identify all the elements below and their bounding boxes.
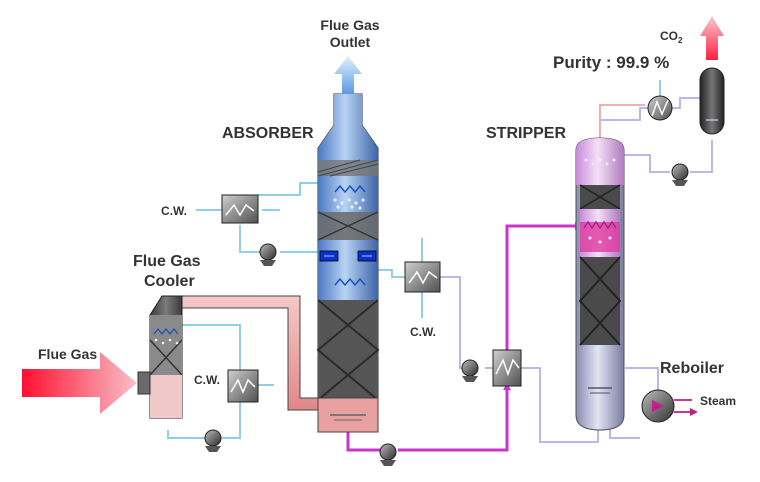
flue-gas-inlet-arrow bbox=[22, 352, 137, 414]
distributor-icon bbox=[154, 338, 179, 345]
flue-gas-outlet-label-line2: Outlet bbox=[330, 34, 371, 50]
co2-label: CO2 bbox=[660, 29, 683, 45]
flue-gas-cooler bbox=[149, 295, 183, 419]
pump-icon bbox=[204, 429, 222, 452]
stripper-column bbox=[575, 137, 625, 431]
heat-exchanger-icon bbox=[221, 194, 259, 224]
purity-label: Purity : 99.9 % bbox=[553, 53, 669, 72]
co2-outlet-arrow bbox=[700, 16, 724, 60]
pump-icon bbox=[379, 443, 397, 466]
flue-gas-outlet-label-line1: Flue Gas bbox=[320, 17, 379, 33]
heat-exchanger-icon bbox=[647, 95, 673, 121]
heat-exchanger-icon bbox=[492, 349, 522, 387]
absorber-label: ABSORBER bbox=[222, 125, 314, 142]
reboiler bbox=[641, 389, 675, 423]
distributor-icon bbox=[333, 198, 365, 210]
flue-gas-inlet-nozzle bbox=[137, 371, 151, 395]
flue-gas-cooler-label-line2: Cooler bbox=[144, 273, 195, 290]
flue-gas-cooler-label-line1: Flue Gas bbox=[133, 253, 201, 270]
stripper-label: STRIPPER bbox=[486, 125, 566, 142]
cooling-water-label-absorber: C.W. bbox=[161, 204, 187, 218]
packing-bed-icon bbox=[153, 328, 179, 335]
pump-icon bbox=[461, 359, 479, 382]
reboiler-label: Reboiler bbox=[660, 360, 724, 377]
pump-icon bbox=[671, 163, 689, 186]
absorber-tray bbox=[319, 250, 377, 262]
packing-bed-icon bbox=[334, 184, 366, 287]
cooling-water-label-mid: C.W. bbox=[410, 325, 436, 339]
rich-amine-line bbox=[346, 224, 575, 452]
co2-label-base: CO bbox=[660, 29, 678, 43]
heat-exchanger-icon bbox=[227, 369, 259, 403]
distributor-icon bbox=[584, 158, 616, 244]
absorber-column bbox=[316, 93, 380, 433]
co2-line bbox=[599, 104, 645, 140]
flue-gas-outlet-arrow bbox=[334, 56, 362, 94]
cooling-water-label-cooler: C.W. bbox=[194, 373, 220, 387]
co2-label-subscript: 2 bbox=[678, 36, 683, 45]
flue-gas-inlet-label: Flue Gas bbox=[38, 346, 97, 362]
co2-separator-drum bbox=[699, 67, 725, 135]
steam-lines bbox=[674, 399, 692, 413]
pump-icon bbox=[259, 243, 277, 266]
steam-label: Steam bbox=[700, 394, 736, 408]
flow-arrow-icon bbox=[690, 408, 698, 416]
packing-bed-icon bbox=[583, 220, 617, 230]
heat-exchanger-icon bbox=[404, 261, 441, 293]
